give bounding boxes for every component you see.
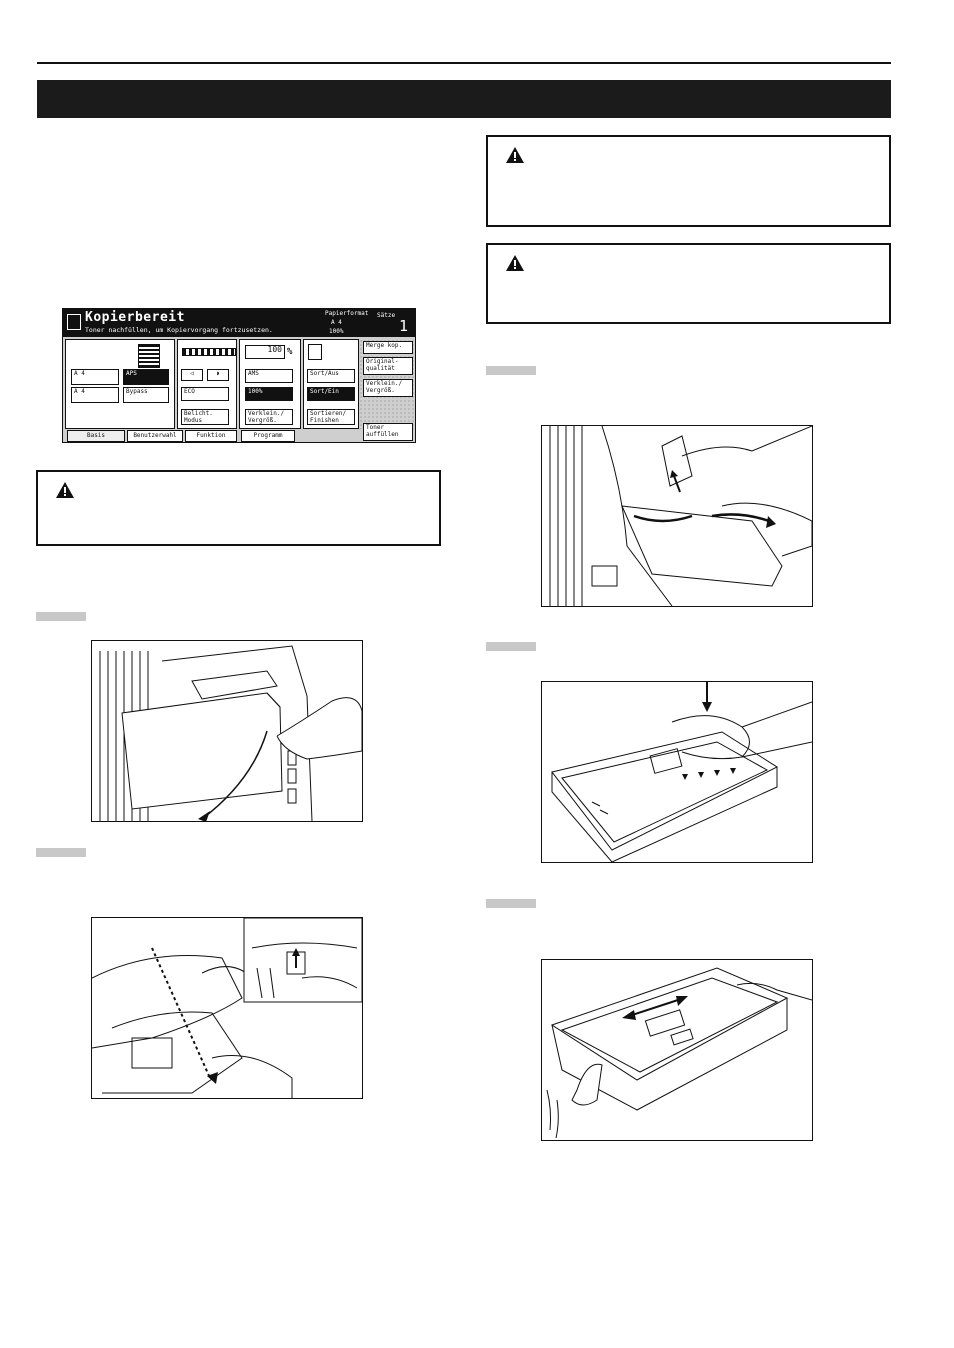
exposure-darker-button[interactable]: ◗ [207,369,229,381]
sort-on-button[interactable]: Sort/Ein [307,387,355,401]
zoom-100-button[interactable]: 100% [245,387,293,401]
illustration-release-lever [91,917,363,1099]
drawer-1-label: A 4 [74,370,85,377]
illustration-shake-toner-container [541,959,813,1141]
merge-copy-button[interactable]: Merge kop. [363,341,413,354]
ams-button[interactable]: AMS [245,369,293,383]
paper-format-value: A 4 [331,319,342,326]
operation-panel-screenshot: Kopierbereit Toner nachfüllen, um Kopier… [62,308,416,443]
bypass-button[interactable]: Bypass [123,387,169,403]
exposure-mode-button[interactable]: Belicht. Modus [181,409,229,425]
merge-copy-label: Merge kop. [366,342,403,349]
step-marker-5 [486,899,536,908]
exposure-scale [182,348,236,356]
zoom-100-label: 100% [248,388,263,395]
section-title-bar [37,80,891,118]
tab-basis-label: Basis [86,432,106,439]
drawer-2-button[interactable]: A 4 [71,387,119,403]
step-marker-1 [36,612,86,621]
shake-toner-drawing [546,967,812,1139]
tap-toner-drawing [551,682,812,862]
warning-box-right-2 [486,243,891,324]
release-lever-drawing [92,918,362,1098]
drawer-1-button[interactable]: A 4 [71,369,119,385]
sort-icon [308,344,322,360]
tab-programm[interactable]: Programm [241,430,295,442]
panel-status-message: Toner nachfüllen, um Kopiervorgang fortz… [85,326,273,334]
drawer-2-label: A 4 [74,388,85,395]
zoom-value: 100% [329,328,344,335]
warning-triangle-icon [56,482,74,498]
warning-triangle-icon [506,255,524,271]
step-marker-2 [36,848,86,857]
warning-box-right-1 [486,135,891,227]
sort-off-button[interactable]: Sort/Aus [307,369,355,383]
ams-label: AMS [248,370,259,377]
exposure-lighter-button[interactable]: ◁ [181,369,203,381]
copy-mode-icon [67,314,81,330]
open-cover-drawing [99,645,362,821]
side-reduce-enlarge-button[interactable]: Verklein./ Vergröß. [363,379,413,397]
tab-funktion-label: Funktion [196,432,226,439]
aps-label: APS [126,370,137,377]
reduce-enlarge-label: Verklein./ Vergröß. [248,410,285,424]
illustration-remove-toner-container [541,425,813,607]
exposure-mode-label: Belicht. Modus [184,410,213,424]
eco-label: ECO [184,388,195,395]
tab-funktion[interactable]: Funktion [185,430,237,442]
tab-benutzerwahl[interactable]: Benutzerwahl [127,430,183,442]
panel-header: Kopierbereit Toner nachfüllen, um Kopier… [63,309,415,337]
warning-box-left [36,470,441,546]
tab-programm-label: Programm [253,432,283,439]
toner-refill-label: Toner auffüllen [366,424,399,438]
header-rule [37,62,891,64]
tab-benutzerwahl-label: Benutzerwahl [133,432,177,439]
zoom-display: 100 [245,345,285,359]
sets-label: Sätze [377,312,396,319]
bypass-label: Bypass [126,388,148,395]
sort-finish-button[interactable]: Sortieren/ Finishen [307,409,355,425]
copier-icon [138,344,160,368]
sets-count: 1 [399,317,409,335]
eco-button[interactable]: ECO [181,387,229,401]
original-quality-label: Original- qualität [366,358,399,372]
step-marker-3 [486,366,536,375]
aps-button[interactable]: APS [123,369,169,385]
zoom-display-value: 100 [267,345,282,354]
reduce-enlarge-button[interactable]: Verklein./ Vergröß. [245,409,293,425]
side-reduce-enlarge-label: Verklein./ Vergröß. [366,380,403,394]
sort-on-label: Sort/Ein [310,388,339,395]
remove-toner-drawing [549,426,812,606]
zoom-unit: % [287,347,293,357]
illustration-open-front-cover [91,640,363,822]
step-marker-4 [486,642,536,651]
toner-refill-button[interactable]: Toner auffüllen [363,423,413,441]
sort-off-label: Sort/Aus [310,370,339,377]
tab-basis[interactable]: Basis [67,430,125,442]
panel-status-title: Kopierbereit [85,310,185,325]
paper-format-label: Papierformat [325,310,369,317]
sort-finish-label: Sortieren/ Finishen [310,410,347,424]
illustration-tap-toner-container [541,681,813,863]
warning-triangle-icon [506,147,524,163]
original-quality-button[interactable]: Original- qualität [363,357,413,375]
